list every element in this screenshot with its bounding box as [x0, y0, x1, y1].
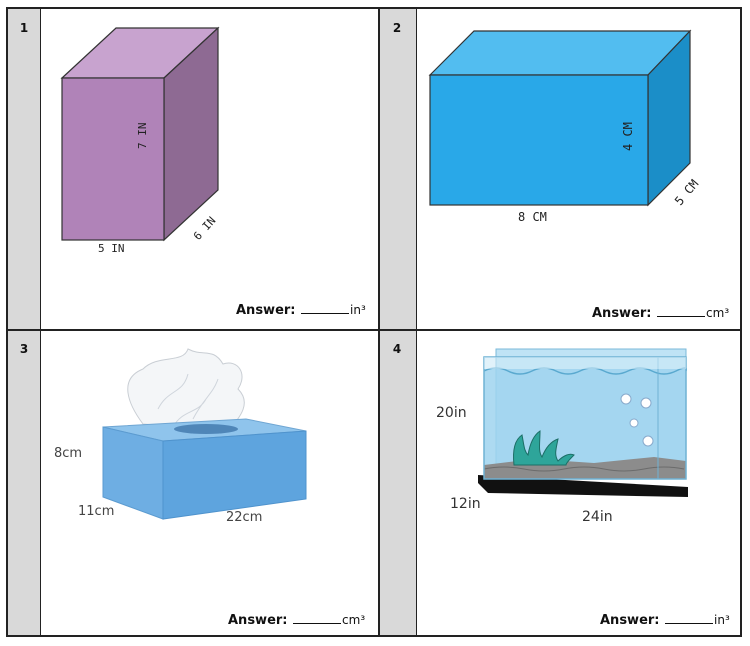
tissue-paper — [127, 348, 245, 432]
number-strip-3: 3 — [8, 330, 40, 635]
problem-number: 3 — [19, 342, 29, 356]
answer-blank[interactable] — [301, 302, 350, 314]
dimension-label-height: 20in — [436, 405, 467, 421]
grid-line — [378, 9, 380, 635]
grid-line — [416, 9, 417, 635]
dimension-label-depth: 12in — [450, 496, 481, 512]
prism-front-face — [429, 74, 649, 206]
dimension-label-width: 8 CM — [518, 210, 547, 224]
problem-number: 1 — [19, 21, 29, 35]
purple-prism-figure — [60, 26, 220, 242]
fish-tank-figure — [478, 348, 688, 497]
blue-prism-figure — [428, 29, 692, 207]
answer-label: Answer: — [228, 613, 288, 628]
box-long-face — [162, 430, 307, 520]
answer-blank[interactable] — [657, 305, 706, 317]
problem-number: 2 — [392, 21, 402, 35]
tissue-box-figure — [102, 348, 307, 520]
prism-top-face — [428, 30, 692, 76]
tank-stand — [478, 475, 688, 497]
answer-line-4[interactable]: Answer: in³ — [600, 612, 730, 628]
worksheet-grid: 1 2 3 4 7 IN 5 IN 6 IN Answer: in³ 4 CM … — [6, 7, 742, 637]
answer-label: Answer: — [236, 303, 296, 318]
number-strip-2: 2 — [378, 9, 416, 329]
number-strip-1: 1 — [8, 9, 40, 329]
answer-line-1[interactable]: Answer: in³ — [236, 302, 366, 318]
number-strip-4: 4 — [378, 330, 416, 635]
grid-line — [8, 329, 740, 331]
answer-blank[interactable] — [665, 612, 714, 624]
answer-label: Answer: — [592, 306, 652, 321]
answer-blank[interactable] — [293, 612, 342, 624]
answer-unit: in³ — [714, 613, 730, 627]
prism-front-face — [61, 77, 165, 241]
dimension-label-height: 8cm — [54, 446, 83, 461]
answer-line-3[interactable]: Answer: cm³ — [228, 612, 365, 628]
dimension-label-height: 4 CM — [621, 122, 635, 151]
answer-unit: cm³ — [342, 613, 366, 627]
dimension-label-height: 7 IN — [136, 122, 149, 150]
tank-plant — [513, 430, 575, 466]
grid-line — [40, 9, 41, 635]
answer-line-2[interactable]: Answer: cm³ — [592, 305, 729, 321]
dimension-label-width: 24in — [582, 509, 613, 525]
problem-number: 4 — [392, 342, 402, 356]
dimension-label-width: 22cm — [226, 510, 263, 525]
dimension-label-depth: 11cm — [78, 504, 115, 519]
dimension-label-width: 5 IN — [98, 242, 125, 255]
answer-unit: cm³ — [706, 306, 730, 320]
answer-unit: in³ — [350, 303, 366, 317]
answer-label: Answer: — [600, 613, 660, 628]
